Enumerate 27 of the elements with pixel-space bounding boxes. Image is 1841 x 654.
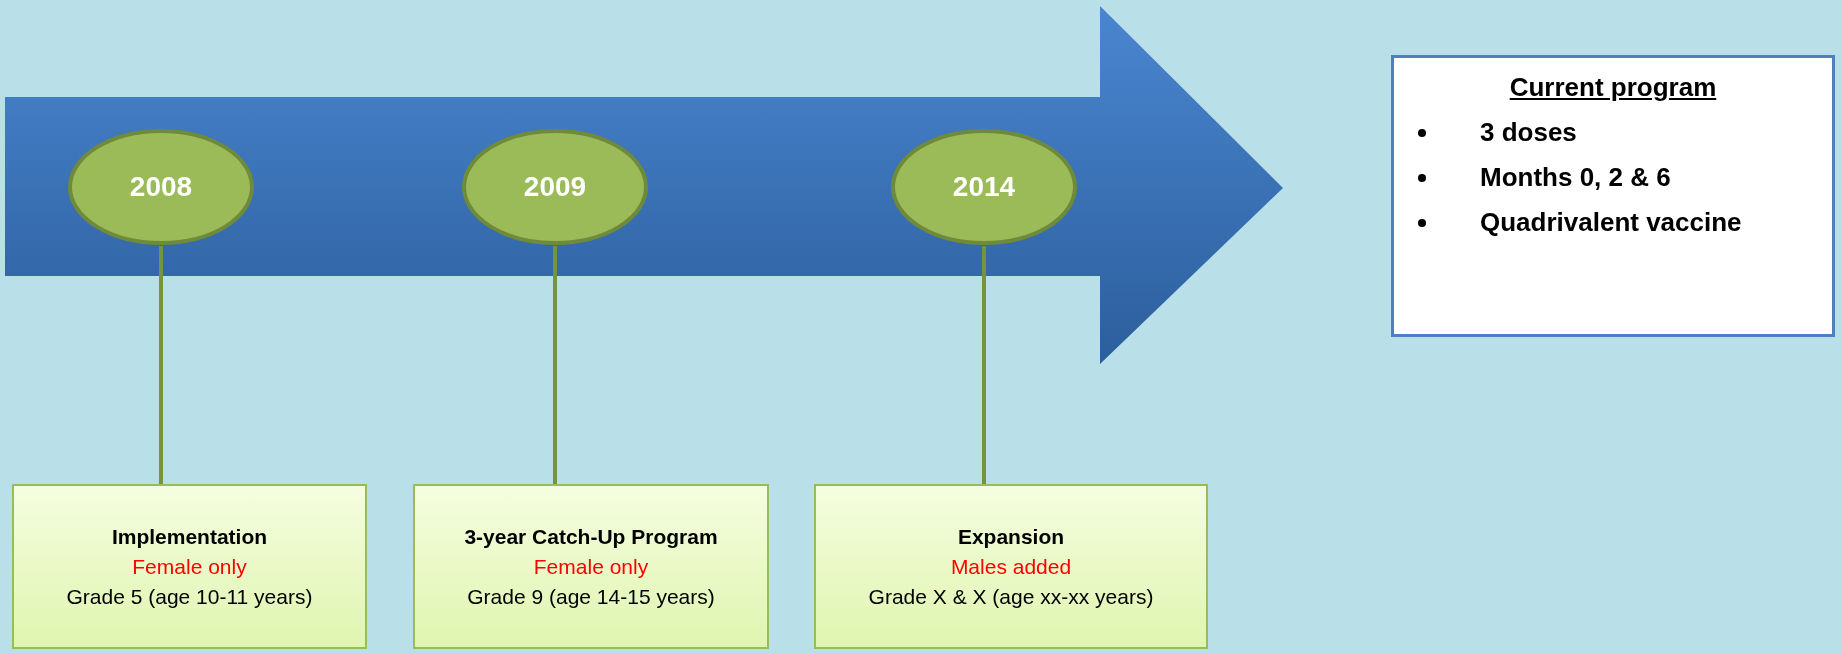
milestone-card bbox=[12, 484, 367, 649]
milestone-title: Implementation bbox=[111, 524, 268, 549]
year-oval bbox=[890, 128, 1078, 246]
group-note: Female only bbox=[132, 554, 247, 579]
group-note: Males added bbox=[950, 554, 1072, 579]
grade-note: Grade 9 (age 14-15 years) bbox=[467, 584, 715, 609]
connector-line bbox=[553, 246, 557, 484]
year-label: 2014 bbox=[952, 171, 1016, 203]
milestone-card bbox=[413, 484, 769, 649]
bullet-text: Quadrivalent vaccine bbox=[1480, 207, 1742, 238]
bullet-text: 3 doses bbox=[1480, 117, 1577, 148]
grade-note: Grade X & X (age xx-xx years) bbox=[868, 584, 1154, 609]
milestone-title: 3-year Catch-Up Program bbox=[464, 524, 718, 549]
connector-line bbox=[982, 246, 986, 484]
grade-note: Grade 5 (age 10-11 years) bbox=[66, 584, 313, 609]
milestone-card bbox=[814, 484, 1208, 649]
group-note: Female only bbox=[533, 554, 649, 579]
year-label: 2008 bbox=[129, 171, 193, 203]
bullet-text: Months 0, 2 & 6 bbox=[1480, 162, 1671, 193]
year-oval bbox=[461, 128, 649, 246]
panel-heading: Current program bbox=[1508, 72, 1718, 103]
connector-line bbox=[159, 246, 163, 484]
info-panel bbox=[1391, 55, 1835, 337]
milestone-title: Expansion bbox=[957, 524, 1065, 549]
year-oval bbox=[67, 128, 255, 246]
timeline-arrow bbox=[5, 6, 1285, 366]
year-label: 2009 bbox=[523, 171, 587, 203]
